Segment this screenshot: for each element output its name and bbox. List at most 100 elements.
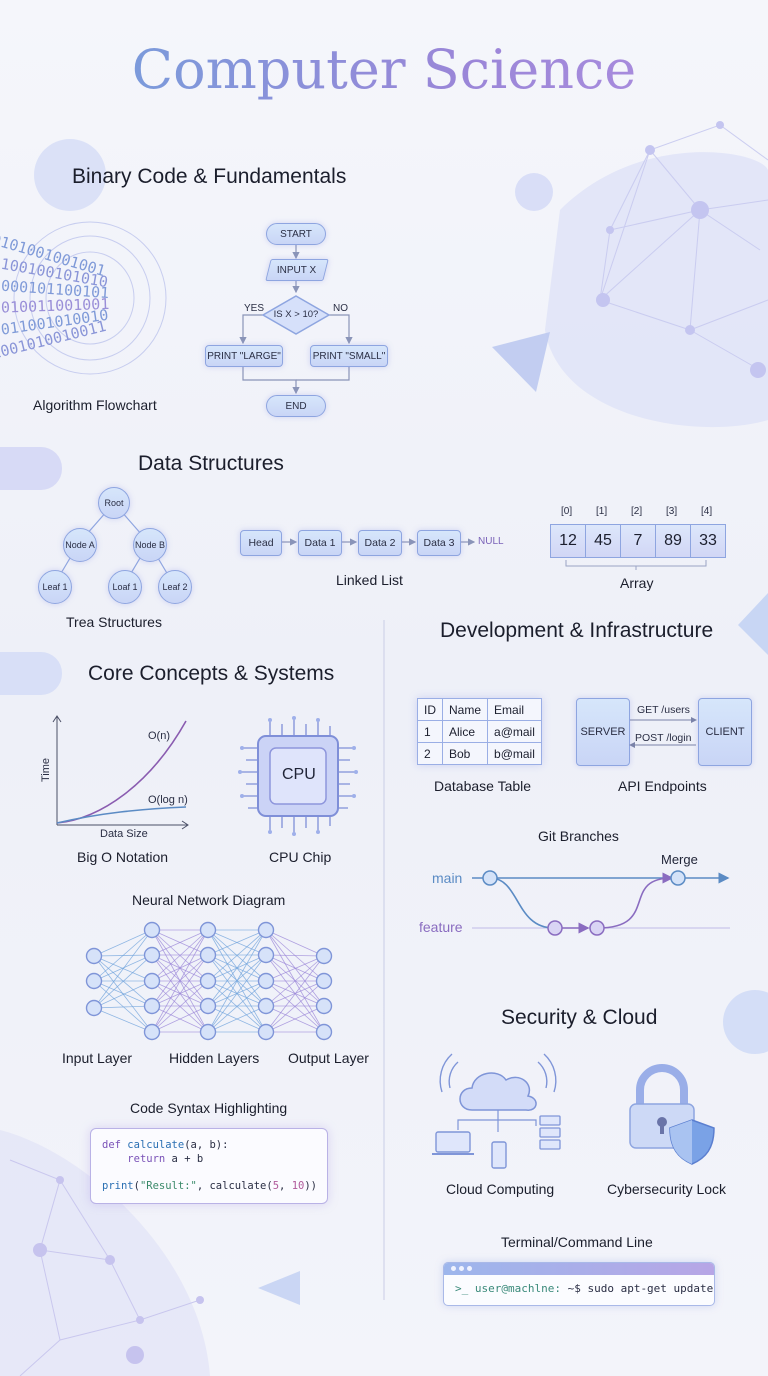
neural-neuron (199, 921, 217, 939)
git-main-label: main (432, 870, 463, 886)
neural-connection (93, 954, 153, 982)
neural-connection (93, 980, 153, 1007)
big-o-n-label: O(n) (148, 730, 170, 742)
neural-neuron (257, 921, 275, 939)
flowchart-print-large: PRINT "LARGE" (205, 345, 283, 367)
cpu-chip-icon (238, 716, 358, 836)
neural-connection (93, 929, 153, 982)
flowchart-yes: YES (244, 303, 265, 314)
table-cell: Alice (441, 720, 489, 743)
table-header: ID (417, 698, 443, 721)
neural-connection (93, 1007, 153, 1033)
table-header: Name (441, 698, 489, 721)
neural-title: Neural Network Diagram (132, 892, 286, 908)
code-token: 10 (291, 1180, 305, 1192)
neural-neuron (85, 947, 103, 965)
section-data-structures-title: Data Structures (138, 452, 284, 475)
neural-connection (207, 954, 267, 1033)
array-index: [3] (666, 506, 678, 517)
linked-list-node: Data 2 (358, 530, 402, 556)
binary-rings (13, 221, 167, 375)
terminal-title-bar (444, 1263, 714, 1275)
neural-connection (207, 929, 267, 1007)
lock-caption: Cybersecurity Lock (607, 1181, 727, 1197)
git-feature-label: feature (419, 919, 463, 935)
cpu-caption: CPU Chip (269, 849, 332, 865)
git-merge-label: Merge (661, 852, 698, 867)
neural-neuron (199, 1023, 217, 1041)
flowchart-caption: Algorithm Flowchart (33, 397, 157, 413)
neural-connection (207, 929, 267, 956)
table-cell: Bob (441, 742, 489, 765)
code-token: def (102, 1139, 121, 1151)
neural-connection (265, 1005, 325, 1033)
big-o-logn-label: O(log n) (148, 794, 188, 806)
api-arrows (629, 717, 697, 748)
array-index: [2] (631, 506, 643, 517)
array-cell: 12 (550, 524, 586, 558)
terminal-dot (459, 1266, 464, 1271)
neural-connection (93, 980, 153, 1009)
neural-connection (93, 954, 153, 1009)
neural-neuron (257, 1023, 275, 1041)
neural-connection (207, 929, 267, 982)
neural-input-label: Input Layer (62, 1050, 133, 1066)
neural-connection (151, 929, 209, 982)
array-index: [0] (561, 506, 573, 517)
flowchart-decision: IS X > 10? (273, 309, 319, 320)
code-token: print (102, 1180, 134, 1192)
linked-list-null: NULL (478, 536, 504, 547)
neural-connection (207, 929, 267, 1033)
flowchart-connectors (239, 244, 353, 395)
array-index: [4] (701, 506, 713, 517)
table-cell: a@mail (487, 720, 542, 743)
tree-node-a: Node A (63, 528, 97, 562)
table-cell: 1 (417, 720, 443, 743)
table-header-row: ID Name Email (417, 698, 542, 721)
array-cell: 89 (655, 524, 691, 558)
git-caption: Git Branches (538, 828, 619, 844)
neural-connection (151, 929, 209, 1033)
linked-list-caption: Linked List (336, 572, 403, 588)
neural-neuron (199, 997, 217, 1015)
terminal-command-line: >_ user@machlne: ~$ sudo apt-get update (455, 1282, 713, 1295)
neural-neuron (199, 972, 217, 990)
tree-leaf-1b: Loaf 1 (108, 570, 142, 604)
neural-neuron (257, 972, 275, 990)
neural-connection (265, 954, 325, 957)
git-branches-graph (472, 870, 730, 936)
neural-neuron (143, 997, 161, 1015)
code-token: 5 (272, 1180, 280, 1192)
code-token: return (127, 1153, 166, 1165)
linked-list-arrows (280, 538, 707, 570)
neural-connection (93, 929, 153, 957)
table-header: Email (487, 698, 542, 721)
tree-leaf-2: Leaf 2 (158, 570, 192, 604)
neural-output-label: Output Layer (288, 1050, 369, 1066)
array-cell: 45 (585, 524, 621, 558)
neural-neuron (315, 1023, 333, 1041)
neural-connection (265, 929, 325, 957)
table-row: 1 Alice a@mail (417, 720, 542, 743)
neural-neuron (199, 946, 217, 964)
flowchart-start: START (266, 223, 326, 245)
neural-connection (93, 955, 153, 1033)
code-line-1: def calculate(a, b): (102, 1139, 228, 1151)
api-get: GET /users (637, 704, 690, 716)
neural-connection (151, 929, 209, 956)
section-security-title: Security & Cloud (501, 1006, 658, 1029)
code-line-3: print("Result:", calculate(5, 10)) (102, 1180, 317, 1192)
code-token: )) (304, 1180, 317, 1192)
big-o-xlabel: Data Size (100, 828, 148, 840)
api-server: SERVER (576, 698, 630, 766)
neural-neuron (257, 997, 275, 1015)
neural-connection (93, 980, 153, 1033)
table-cell: b@mail (487, 742, 542, 765)
neural-connection (93, 1005, 153, 1009)
code-token: , (279, 1180, 292, 1192)
section-core-title: Core Concepts & Systems (88, 662, 335, 685)
big-o-caption: Big O Notation (77, 849, 169, 865)
api-post: POST /login (635, 732, 692, 744)
section-binary-title: Binary Code & Fundamentals (72, 165, 347, 188)
neural-neuron (315, 972, 333, 990)
